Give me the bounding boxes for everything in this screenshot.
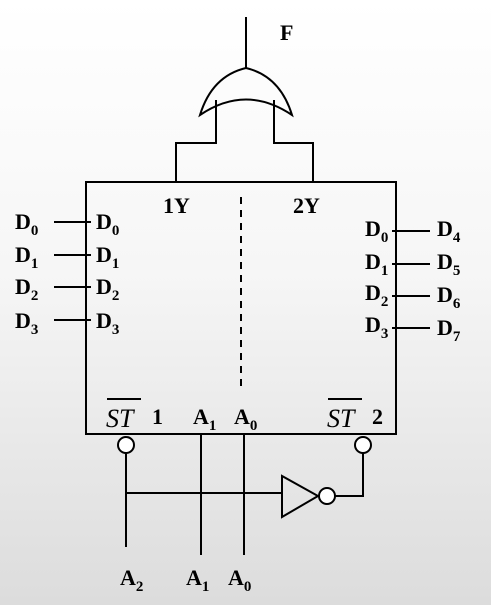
chip-strobe-1-number: 1 — [152, 404, 163, 429]
chip-output-2y: 2Y — [293, 193, 320, 218]
chip-strobe-2-number: 2 — [372, 404, 383, 429]
input-a2-label: A2 — [120, 565, 143, 595]
chip-pin-left-d2: D2 — [96, 274, 119, 304]
inverter-gate — [281, 474, 336, 519]
input-d5-label: D5 — [437, 249, 460, 279]
strobe-1-bubble — [117, 436, 135, 454]
chip-output-1y: 1Y — [163, 193, 190, 218]
chip-addr-a1: A1 — [193, 404, 216, 434]
or-gate — [198, 66, 294, 118]
chip-pin-right-d3: D3 — [365, 312, 388, 342]
input-d6-label: D6 — [437, 282, 461, 312]
chip-pin-left-d0: D0 — [96, 209, 119, 239]
wire-inverter-to-strobe-2 — [335, 453, 364, 497]
output-label-f: F — [280, 20, 293, 45]
chip-pin-right-d0: D0 — [365, 216, 388, 246]
chip-pin-right-d2: D2 — [365, 280, 388, 310]
inverter-bubble — [318, 487, 336, 505]
input-a1-label: A1 — [186, 565, 209, 595]
input-d7-label: D7 — [437, 315, 461, 345]
chip-right-pins: D0 D1 D2 D3 — [365, 216, 388, 342]
chip-addr-a0: A0 — [234, 404, 257, 434]
left-input-labels: D0 D1 D2 D3 — [15, 209, 38, 338]
chip-pin-left-d3: D3 — [96, 308, 119, 338]
strobe-2-bubble — [354, 436, 372, 454]
input-d2-label: D2 — [15, 274, 38, 304]
input-a0-label: A0 — [228, 565, 251, 595]
input-d4-label: D4 — [437, 216, 461, 246]
input-d0-label: D0 — [15, 209, 38, 239]
chip-strobe-2-label: ST — [327, 404, 356, 433]
wire-1y-to-or — [175, 100, 217, 182]
right-input-labels: D4 D5 D6 D7 — [437, 216, 461, 345]
wire-2y-to-or — [273, 100, 314, 182]
input-d3-label: D3 — [15, 308, 38, 338]
chip-strobe-1-label: ST — [106, 404, 135, 433]
chip-pin-right-d1: D1 — [365, 249, 388, 279]
mux-chip — [85, 181, 397, 435]
input-d1-label: D1 — [15, 242, 38, 272]
chip-left-pins: D0 D1 D2 D3 — [96, 209, 119, 338]
chip-pin-left-d1: D1 — [96, 242, 119, 272]
